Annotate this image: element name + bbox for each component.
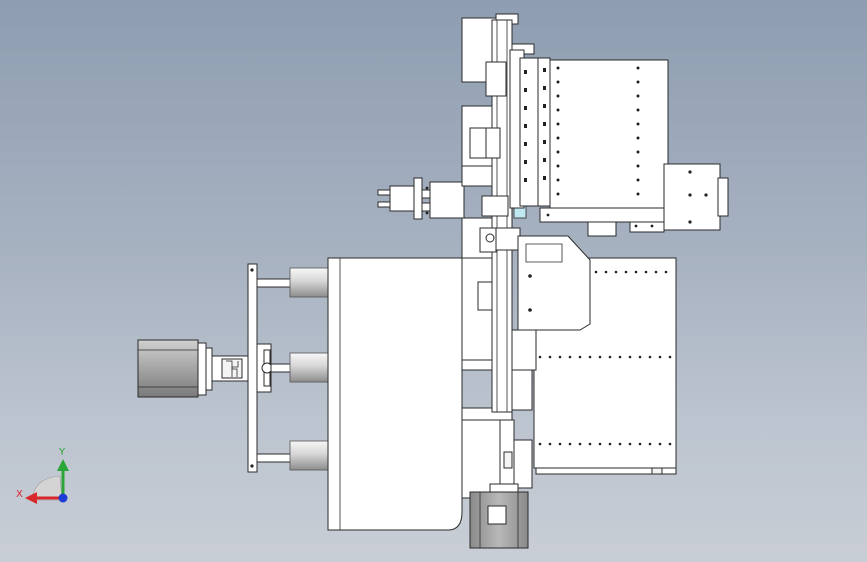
motor-flange-ring — [205, 347, 213, 391]
side-bracket — [663, 163, 721, 231]
guide-rod-bottom — [256, 453, 294, 463]
cylinder-middle — [289, 352, 329, 383]
large-box-upper — [549, 59, 669, 213]
housing-body — [327, 257, 463, 531]
mounting-bracket — [517, 235, 591, 331]
stepper-motor-left — [137, 339, 199, 398]
guide-rods — [256, 267, 329, 471]
cylinder-top — [289, 267, 329, 298]
box-holes-lower — [538, 270, 672, 446]
x-axis-label: X — [16, 489, 23, 500]
y-axis-label: Y — [58, 447, 66, 458]
x-axis-head — [25, 492, 37, 504]
box-holes-upper — [556, 66, 640, 196]
y-axis-head — [57, 459, 69, 471]
cylinder-bottom — [289, 440, 329, 471]
lower-right-module — [503, 235, 677, 489]
central-column — [461, 13, 535, 499]
side-cylinder — [377, 177, 465, 220]
guide-rod-top — [256, 278, 294, 288]
end-plate — [247, 263, 258, 473]
upper-right-module — [509, 49, 729, 237]
left-motor-assembly — [137, 263, 273, 473]
motor-flange — [197, 342, 207, 396]
gear-teeth — [524, 68, 546, 182]
coordinate-triad: Y X — [16, 447, 69, 504]
z-axis-dot — [58, 493, 68, 503]
main-housing — [327, 257, 463, 531]
gear-strip — [537, 57, 551, 207]
bottom-motor-assembly — [469, 483, 529, 549]
